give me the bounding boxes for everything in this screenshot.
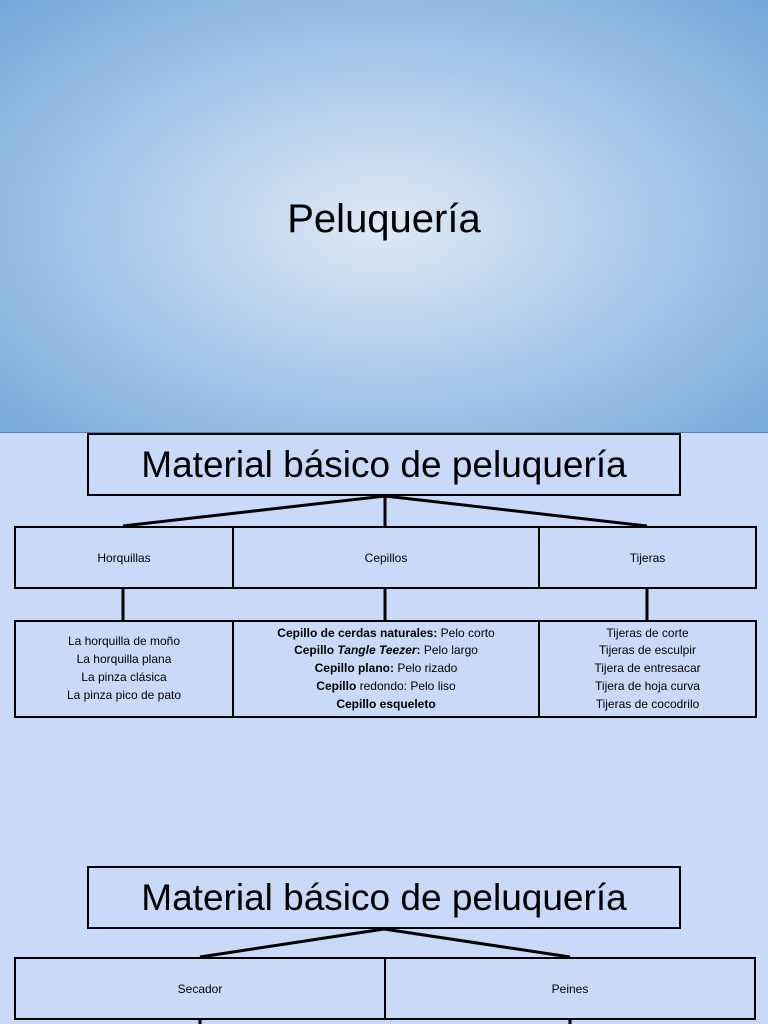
- list-item: Tijeras de esculpir: [599, 643, 696, 658]
- category-secador: Secador: [14, 957, 386, 1020]
- list-item: Cepillo de cerdas naturales: Pelo corto: [277, 625, 495, 640]
- list-item: Tijeras de corte: [606, 625, 689, 640]
- cepillos-list: Cepillo de cerdas naturales: Pelo corto …: [232, 620, 540, 718]
- slide-title: Peluquería: [287, 197, 481, 241]
- list-item: Cepillo redondo: Pelo liso: [316, 678, 456, 693]
- list-item: La pinza pico de pato: [66, 687, 182, 702]
- list-item: Tijera de hoja curva: [595, 678, 700, 693]
- section1-header: Material básico de peluquería: [87, 433, 681, 496]
- list-item: Cepillo esqueleto: [336, 696, 436, 711]
- category-cepillos: Cepillos: [232, 526, 540, 589]
- tijeras-list: Tijeras de corte Tijeras de esculpir Tij…: [538, 620, 757, 718]
- list-item: La pinza clásica: [81, 670, 167, 684]
- list-item: Tijeras de cocodrilo: [595, 696, 700, 711]
- category-peines: Peines: [384, 957, 756, 1020]
- category-horquillas: Horquillas: [14, 526, 234, 589]
- title-slide: Peluquería: [0, 0, 768, 433]
- list-item: La horquilla de moño: [67, 634, 181, 649]
- list-item: Tijera de entresacar: [594, 661, 701, 676]
- category-tijeras: Tijeras: [538, 526, 757, 589]
- list-item: Cepillo Tangle Teezer: Pelo largo: [294, 643, 478, 658]
- list-item: Cepillo plano: Pelo rizado: [314, 661, 458, 676]
- horquillas-list: La horquilla de moño La horquilla plana …: [14, 620, 234, 718]
- section2-header: Material básico de peluquería: [87, 866, 681, 929]
- list-item: La horquilla plana: [76, 652, 172, 667]
